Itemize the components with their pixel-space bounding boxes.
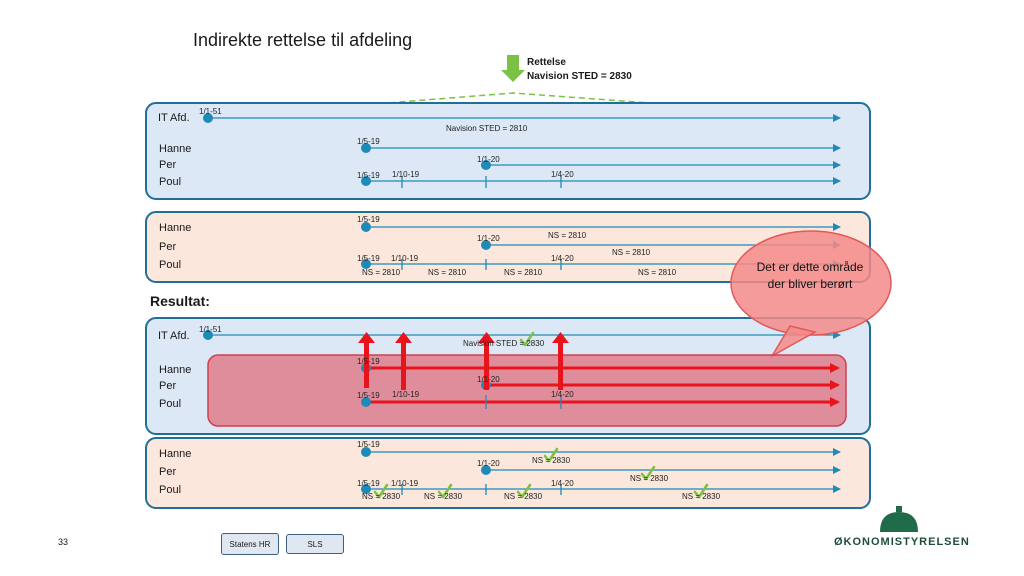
date-label: 1/1-51 <box>199 325 222 334</box>
red-up-arrows <box>358 332 569 390</box>
ns-label: NS = 2810 <box>612 248 651 257</box>
label-poul-4: Poul <box>159 484 182 496</box>
date-label: 1/5-19 <box>357 254 380 263</box>
date-label: 1/10-19 <box>391 254 419 263</box>
date-label: 1/4-20 <box>551 254 574 263</box>
sls-button[interactable]: SLS <box>286 534 344 554</box>
date-label: 1/5-19 <box>357 171 380 180</box>
ns-label: NS = 2830 <box>682 492 721 501</box>
ns-label: NS = 2810 <box>504 268 543 277</box>
red-lines-panel-3 <box>366 363 840 407</box>
label-poul-2: Poul <box>159 259 182 271</box>
ns-label: NS = 2830 <box>424 492 463 501</box>
page-number: 33 <box>58 537 69 547</box>
logo-text: ØKONOMISTYRELSEN <box>834 536 970 548</box>
date-label: 1/1-20 <box>477 459 500 468</box>
ns-label: NS = 2830 <box>362 492 401 501</box>
date-label: 1/1-20 <box>477 375 500 384</box>
label-it-afd-1: IT Afd. <box>158 112 190 124</box>
nav-label: Navision STED = 2810 <box>446 124 528 133</box>
panel-it-before <box>145 102 871 200</box>
correction-note-line2: Navision STED = 2830 <box>527 71 632 82</box>
ns-label: NS = 2830 <box>504 492 543 501</box>
ns-label: NS = 2810 <box>548 231 587 240</box>
points-panel-2 <box>361 222 491 269</box>
date-label: 1/1-20 <box>477 155 500 164</box>
date-label: 1/5-19 <box>357 357 380 366</box>
label-it-afd-3: IT Afd. <box>158 330 190 342</box>
date-label: 1/5-19 <box>357 479 380 488</box>
date-label: 1/1-20 <box>477 234 500 243</box>
ns-label: NS = 2830 <box>532 456 571 465</box>
nav-label: Navision STED = 2830 <box>463 339 545 348</box>
label-hanne-1: Hanne <box>159 143 192 155</box>
label-poul-3: Poul <box>159 398 182 410</box>
timelines-panel-1 <box>208 114 841 188</box>
crown-logo-icon <box>880 506 918 532</box>
date-label: 1/5-19 <box>357 215 380 224</box>
ns-label: NS = 2810 <box>638 268 677 277</box>
label-per-2: Per <box>159 241 177 253</box>
callout-text: Det er dette område der bliver berørt <box>756 260 864 291</box>
points-panel-1 <box>203 113 491 186</box>
date-label: 1/1-51 <box>199 107 222 116</box>
label-hanne-2: Hanne <box>159 222 192 234</box>
date-label: 1/5-19 <box>357 137 380 146</box>
points-panel-4 <box>361 447 491 494</box>
date-label: 1/4-20 <box>551 170 574 179</box>
panel-persons-after <box>145 437 871 509</box>
date-label: 1/5-19 <box>357 391 380 400</box>
label-poul-1: Poul <box>159 176 182 188</box>
ns-label: NS = 2810 <box>362 268 401 277</box>
check-icons <box>373 331 709 499</box>
date-label: 1/10-19 <box>391 479 419 488</box>
correction-note: Rettelse Navision STED = 2830 <box>527 56 632 84</box>
callout-bubble <box>730 230 892 359</box>
label-hanne-4: Hanne <box>159 448 192 460</box>
correction-arrow-icon <box>501 55 525 82</box>
statens-hr-button[interactable]: Statens HR <box>221 533 279 555</box>
ns-label: NS = 2810 <box>428 268 467 277</box>
label-hanne-3: Hanne <box>159 364 192 376</box>
date-label: 1/10-19 <box>392 170 420 179</box>
point-it-after <box>203 330 213 340</box>
affected-area-highlight <box>207 354 847 427</box>
date-label: 1/4-20 <box>551 479 574 488</box>
date-label: 1/10-19 <box>392 390 420 399</box>
page-title: Indirekte rettelse til afdeling <box>193 30 413 50</box>
label-per-1: Per <box>159 159 177 171</box>
date-label: 1/5-19 <box>357 440 380 449</box>
result-heading: Resultat: <box>150 293 210 309</box>
label-per-4: Per <box>159 466 177 478</box>
timelines-panel-4 <box>366 448 841 495</box>
ns-label: NS = 2830 <box>630 474 669 483</box>
date-label: 1/4-20 <box>551 390 574 399</box>
label-per-3: Per <box>159 380 177 392</box>
ticks-panel-3 <box>485 395 562 409</box>
correction-note-line1: Rettelse <box>527 57 566 68</box>
